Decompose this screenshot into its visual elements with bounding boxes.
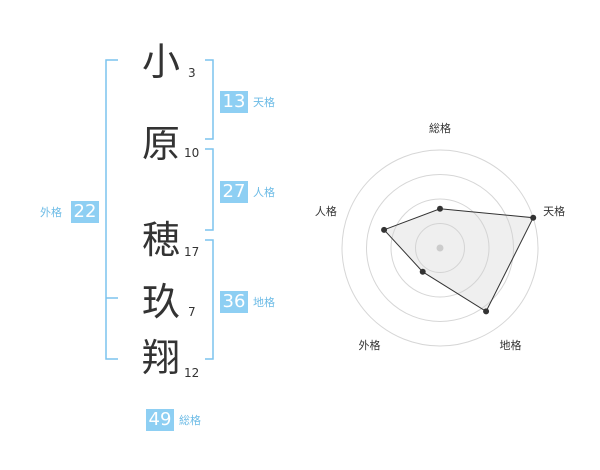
jin-kaku-label: 人格 [253,186,275,199]
radar-ring-3 [366,174,514,322]
sou-kaku-value: 49 [146,409,174,431]
stroke-count-1: 3 [188,66,196,80]
ten-bracket [205,59,214,140]
sou-kaku-label: 総格 [179,414,201,427]
radar-ring-1 [415,223,465,273]
radar-axis-label-0: 総格 [429,121,451,135]
radar-axis-label-4: 人格 [315,204,337,218]
radar-area [383,208,534,313]
chi-kaku-label: 地格 [253,296,275,309]
radar-center-dot [436,244,444,252]
radar-ring-4 [341,149,539,347]
jin-kaku-value: 27 [220,181,248,203]
radar-point-1 [530,214,537,221]
stroke-count-3: 17 [184,245,200,259]
radar-point-0 [437,205,443,212]
stroke-count-2: 10 [184,146,200,160]
chi-kaku-value: 36 [220,291,248,313]
radar-point-2 [483,308,490,315]
radar-point-3 [419,268,426,275]
radar-points [381,205,537,315]
name-char-1: 小 [141,40,180,84]
radar-ring-2 [390,198,490,298]
gai-kaku-value: 22 [71,201,99,223]
jin-bracket [205,148,214,231]
radar-point-4 [381,226,388,233]
gai-bracket [105,59,118,360]
radar-axis-label-3: 外格 [359,338,381,352]
radar-grid [341,149,539,347]
stroke-count-5: 12 [184,366,200,380]
gai-kaku-label: 外格 [40,206,62,219]
stroke-count-4: 7 [188,305,196,319]
name-char-4: 玖 [141,280,180,324]
name-char-2: 原 [141,122,180,166]
ten-kaku-value: 13 [220,91,248,113]
radar-axis-label-2: 地格 [500,338,522,352]
ten-kaku-label: 天格 [253,96,275,109]
radar-axis-label-1: 天格 [543,204,565,218]
name-char-3: 穂 [141,218,180,262]
name-char-5: 翔 [141,336,180,380]
chi-bracket [205,239,214,360]
